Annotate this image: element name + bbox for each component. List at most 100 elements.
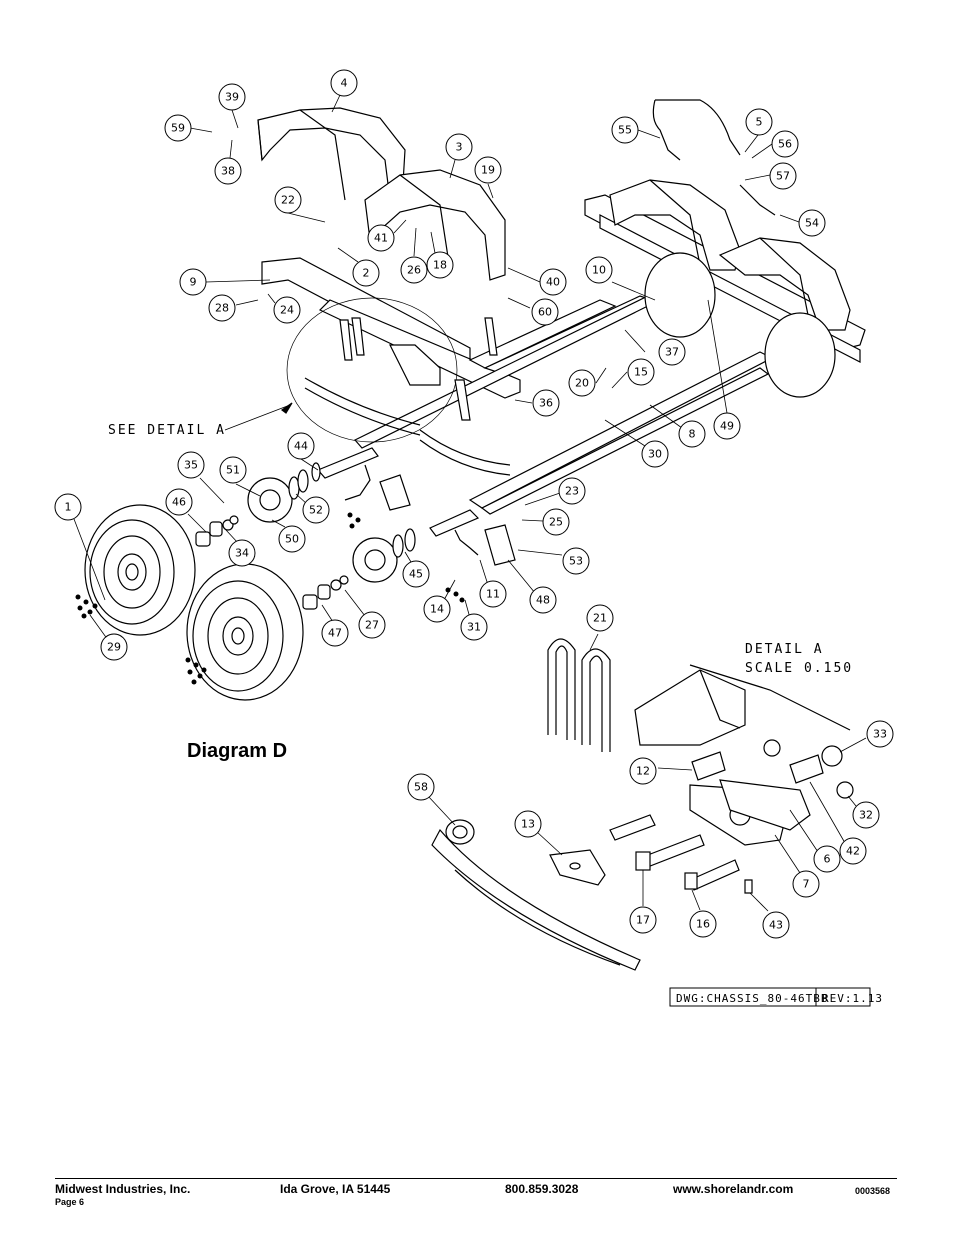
callout-19: 19 bbox=[474, 156, 502, 184]
callout-45-label: 45 bbox=[409, 568, 423, 581]
callout-34-label: 34 bbox=[235, 547, 249, 560]
callout-59: 59 bbox=[164, 114, 192, 142]
callout-60: 60 bbox=[531, 298, 559, 326]
footer-company: Midwest Industries, Inc. bbox=[55, 1182, 191, 1196]
callout-9-label: 9 bbox=[190, 276, 197, 289]
callout-25-label: 25 bbox=[549, 516, 563, 529]
callout-4-label: 4 bbox=[341, 77, 348, 90]
callout-37-label: 37 bbox=[665, 346, 679, 359]
callout-47: 47 bbox=[321, 619, 349, 647]
callout-40-label: 40 bbox=[546, 276, 560, 289]
callout-43-label: 43 bbox=[769, 919, 783, 932]
callout-45: 45 bbox=[402, 560, 430, 588]
footer-document-code: 0003568 bbox=[855, 1186, 891, 1196]
callout-51: 51 bbox=[219, 456, 247, 484]
callout-41: 41 bbox=[367, 224, 395, 252]
callout-18: 18 bbox=[426, 251, 454, 279]
callout-12-label: 12 bbox=[636, 765, 650, 778]
callout-54-label: 54 bbox=[805, 217, 819, 230]
callout-50: 50 bbox=[278, 525, 306, 553]
callout-33: 33 bbox=[866, 720, 894, 748]
callout-17-label: 17 bbox=[636, 914, 650, 927]
callout-14: 14 bbox=[423, 595, 451, 623]
callout-49: 49 bbox=[713, 412, 741, 440]
callout-44: 44 bbox=[287, 432, 315, 460]
callout-24: 24 bbox=[273, 296, 301, 324]
callout-24-label: 24 bbox=[280, 304, 294, 317]
callout-32-label: 32 bbox=[859, 809, 873, 822]
callout-15-label: 15 bbox=[634, 366, 648, 379]
callout-55-label: 55 bbox=[618, 124, 632, 137]
callout-30: 30 bbox=[641, 440, 669, 468]
callout-42: 42 bbox=[839, 837, 867, 865]
callout-46-label: 46 bbox=[172, 496, 186, 509]
drawing-number: DWG:CHASSIS_80-46TBB bbox=[676, 992, 828, 1005]
callout-1-label: 1 bbox=[65, 501, 72, 514]
callout-18-label: 18 bbox=[433, 259, 447, 272]
callout-13: 13 bbox=[514, 810, 542, 838]
callout-39-label: 39 bbox=[225, 91, 239, 104]
callout-51-label: 51 bbox=[226, 464, 240, 477]
callout-17: 17 bbox=[629, 906, 657, 934]
callout-49-label: 49 bbox=[720, 420, 734, 433]
callout-34: 34 bbox=[228, 539, 256, 567]
footer-website: www.shorelandr.com bbox=[673, 1182, 794, 1196]
callout-46: 46 bbox=[165, 488, 193, 516]
callout-26-label: 26 bbox=[407, 264, 421, 277]
callout-60-label: 60 bbox=[538, 306, 552, 319]
callout-10: 10 bbox=[585, 256, 613, 284]
callout-1: 1 bbox=[54, 493, 82, 521]
wheel-2 bbox=[186, 563, 304, 701]
see-detail-a-label: SEE DETAIL A bbox=[108, 423, 226, 438]
axle-assembly-left bbox=[247, 447, 411, 523]
revision-number: REV:1.13 bbox=[822, 992, 883, 1005]
callout-15: 15 bbox=[627, 358, 655, 386]
callout-53-label: 53 bbox=[569, 555, 583, 568]
callout-6-label: 6 bbox=[824, 853, 831, 866]
callout-57-label: 57 bbox=[776, 170, 790, 183]
callout-3: 3 bbox=[445, 133, 473, 161]
callout-16-label: 16 bbox=[696, 918, 710, 931]
callout-29-label: 29 bbox=[107, 641, 121, 654]
fender-right-pair bbox=[609, 179, 851, 331]
fender-rear-4 bbox=[257, 107, 406, 201]
callout-57: 57 bbox=[769, 162, 797, 190]
callout-31-label: 31 bbox=[467, 621, 481, 634]
callout-54: 54 bbox=[798, 209, 826, 237]
callout-10-label: 10 bbox=[592, 264, 606, 277]
detail-a-bubble bbox=[286, 297, 511, 476]
callout-25: 25 bbox=[542, 508, 570, 536]
callout-27-label: 27 bbox=[365, 619, 379, 632]
callout-2: 2 bbox=[352, 259, 380, 287]
detail-a-title: DETAIL A bbox=[745, 642, 824, 657]
callout-42-label: 42 bbox=[846, 845, 860, 858]
detail-a-scale: SCALE 0.150 bbox=[745, 661, 853, 676]
callout-27: 27 bbox=[358, 611, 386, 639]
callout-47-label: 47 bbox=[328, 627, 342, 640]
callout-29: 29 bbox=[100, 633, 128, 661]
callout-11-label: 11 bbox=[486, 588, 500, 601]
callout-26: 26 bbox=[400, 256, 428, 284]
callout-56: 56 bbox=[771, 130, 799, 158]
bearings bbox=[195, 515, 349, 610]
wheel-1 bbox=[84, 504, 196, 636]
callout-8: 8 bbox=[678, 420, 706, 448]
callout-58-label: 58 bbox=[414, 781, 428, 794]
callout-13-label: 13 bbox=[521, 818, 535, 831]
callout-9: 9 bbox=[179, 268, 207, 296]
callout-59-label: 59 bbox=[171, 122, 185, 135]
callout-2-label: 2 bbox=[363, 267, 370, 280]
callout-20: 20 bbox=[568, 369, 596, 397]
callout-36-label: 36 bbox=[539, 397, 553, 410]
callout-38-label: 38 bbox=[221, 165, 235, 178]
callout-23-label: 23 bbox=[565, 485, 579, 498]
callout-50-label: 50 bbox=[285, 533, 299, 546]
callout-20-label: 20 bbox=[575, 377, 589, 390]
callout-7: 7 bbox=[792, 870, 820, 898]
callout-22-label: 22 bbox=[281, 194, 295, 207]
detail-a-parts bbox=[431, 638, 854, 971]
callout-22: 22 bbox=[274, 186, 302, 214]
callouts: 59 39 38 4 3 19 22 41 26 18 2 9 28 24 40… bbox=[54, 69, 894, 939]
callout-11: 11 bbox=[479, 580, 507, 608]
callout-21-label: 21 bbox=[593, 612, 607, 625]
